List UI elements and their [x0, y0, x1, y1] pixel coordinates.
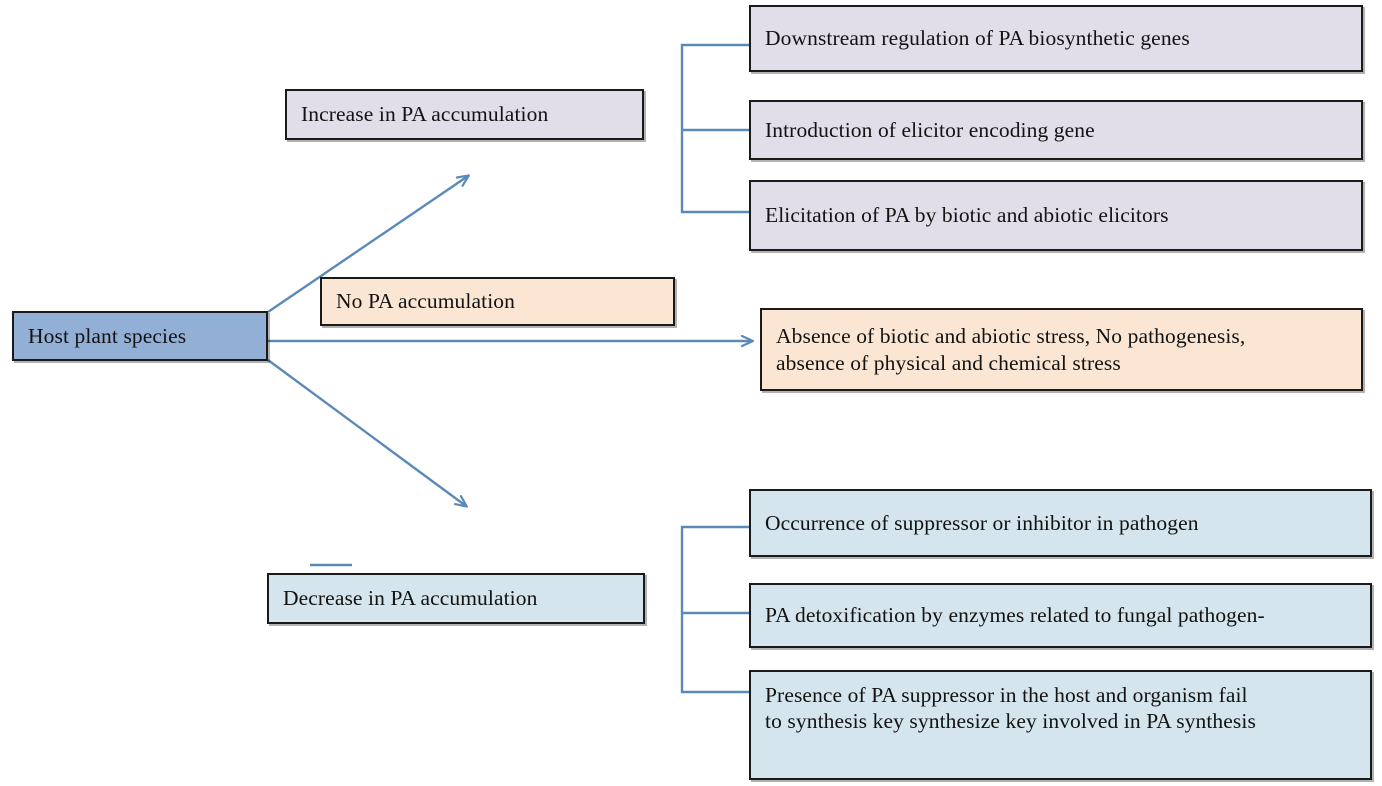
edge-root-to-decrease: [267, 359, 466, 506]
node-label: Elicitation of PA by biotic and abiotic …: [765, 203, 1169, 228]
node-pa-detoxification[interactable]: PA detoxification by enzymes related to …: [749, 583, 1372, 648]
node-label: PA detoxification by enzymes related to …: [765, 603, 1265, 628]
node-occurrence-of-suppressor[interactable]: Occurrence of suppressor or inhibitor in…: [749, 489, 1372, 557]
bracket-decrease-children: [680, 525, 749, 694]
node-no-pa-accumulation[interactable]: No PA accumulation: [320, 277, 675, 326]
bracket-increase-children: [680, 43, 749, 214]
node-label: No PA accumulation: [336, 289, 515, 314]
node-label: Presence of PA suppressor in the host an…: [765, 683, 1256, 734]
node-label: Downstream regulation of PA biosynthetic…: [765, 26, 1190, 51]
node-host-plant-species[interactable]: Host plant species: [12, 311, 268, 361]
node-absence-of-stress[interactable]: Absence of biotic and abiotic stress, No…: [760, 308, 1363, 391]
node-elicitation-of-pa[interactable]: Elicitation of PA by biotic and abiotic …: [749, 180, 1363, 251]
node-introduction-elicitor-gene[interactable]: Introduction of elicitor encoding gene: [749, 100, 1363, 160]
node-label: Occurrence of suppressor or inhibitor in…: [765, 510, 1199, 535]
node-presence-of-pa-suppressor[interactable]: Presence of PA suppressor in the host an…: [749, 670, 1372, 780]
node-label: Absence of biotic and abiotic stress, No…: [776, 324, 1246, 375]
node-label: Introduction of elicitor encoding gene: [765, 117, 1095, 142]
node-increase-in-pa-accumulation[interactable]: Increase in PA accumulation: [285, 89, 644, 140]
node-downstream-regulation[interactable]: Downstream regulation of PA biosynthetic…: [749, 5, 1363, 72]
node-decrease-in-pa-accumulation[interactable]: Decrease in PA accumulation: [267, 573, 645, 624]
node-label: Decrease in PA accumulation: [283, 586, 538, 611]
node-label: Increase in PA accumulation: [301, 102, 549, 127]
node-label: Host plant species: [28, 323, 187, 348]
